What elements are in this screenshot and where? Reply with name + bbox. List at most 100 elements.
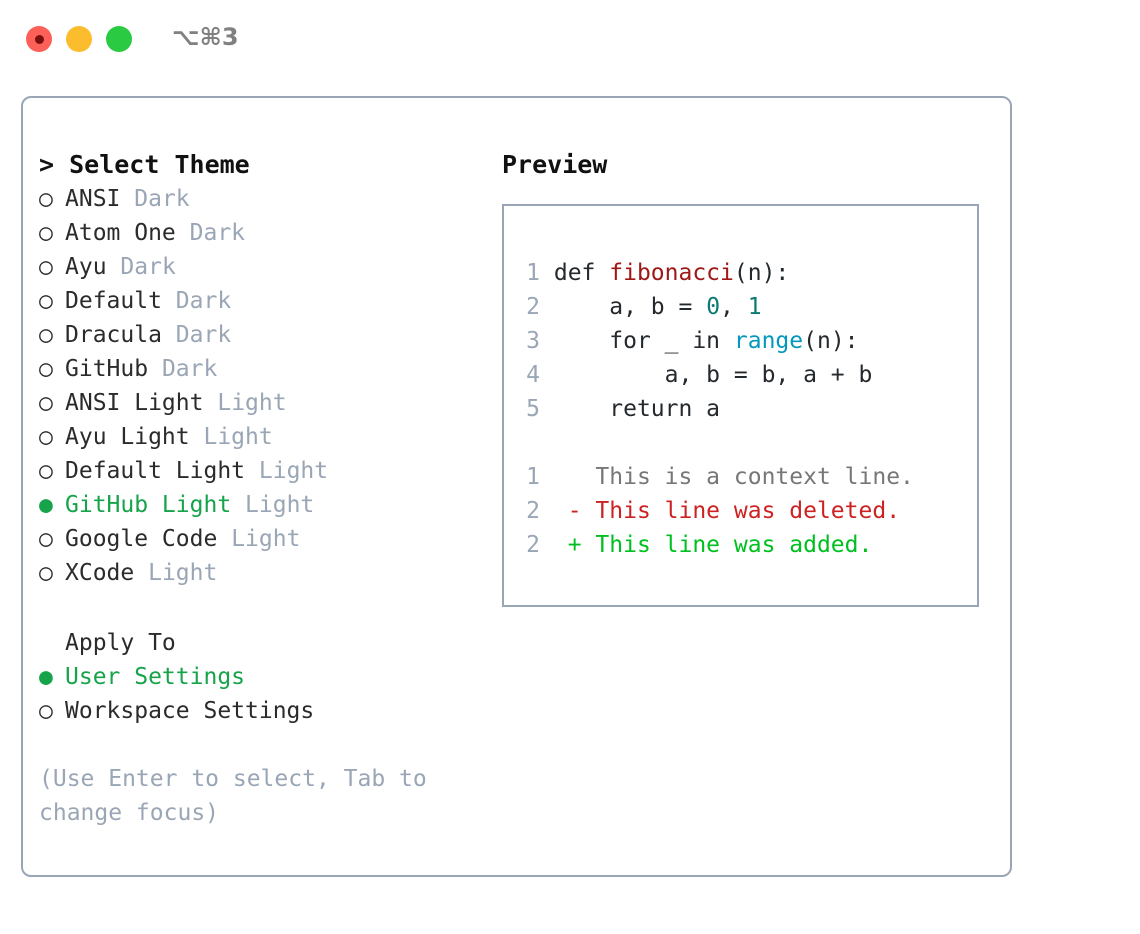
code-token: , — [720, 294, 748, 320]
theme-option-ansi[interactable]: ○ ANSI Dark — [39, 182, 469, 216]
code-token: fibonacci — [609, 260, 734, 286]
theme-option-kind: Light — [231, 526, 301, 552]
code-line: 5 return a — [518, 392, 969, 426]
radio-unselected-icon: ○ — [39, 322, 53, 348]
code-token: 1 — [747, 294, 762, 320]
theme-option-label: GitHub Light — [65, 492, 232, 518]
code-token: range — [733, 328, 804, 354]
theme-option-label: Default — [65, 288, 162, 314]
code-token: return a — [553, 396, 721, 422]
code-token: (n): — [733, 260, 790, 286]
theme-option-kind: Light — [148, 560, 218, 586]
apply-to-option-workspace-settings[interactable]: ○ Workspace Settings — [39, 694, 469, 728]
theme-option-default[interactable]: ○ Default Dark — [39, 284, 469, 318]
apply-to-option-label: User Settings — [65, 664, 246, 690]
theme-option-label: Ayu — [65, 254, 107, 280]
theme-option-label: Default Light — [65, 458, 246, 484]
theme-list: ○ANSI Dark○Atom One Dark○Ayu Dark○Defaul… — [39, 182, 469, 590]
theme-option-kind: Light — [217, 390, 287, 416]
radio-unselected-icon: ○ — [39, 390, 53, 416]
theme-option-default-light[interactable]: ○ Default Light Light — [39, 454, 469, 488]
minimize-window-button[interactable] — [66, 26, 92, 52]
radio-selected-icon: ● — [39, 664, 53, 690]
theme-picker-column: > Select Theme ○ANSI Dark○Atom One Dark○… — [39, 148, 469, 830]
theme-option-label: GitHub — [65, 356, 149, 382]
keyboard-hint-text: (Use Enter to select, Tab to change focu… — [39, 766, 427, 826]
theme-option-ayu-light[interactable]: ○ Ayu Light Light — [39, 420, 469, 454]
theme-option-kind: Dark — [161, 356, 218, 382]
keyboard-shortcut-label: ⌥⌘3 — [172, 23, 239, 51]
theme-option-label: Atom One — [65, 220, 176, 246]
diff-sign — [568, 464, 596, 490]
maximize-window-button[interactable] — [106, 26, 132, 52]
diff-text: This line was deleted. — [595, 498, 901, 524]
theme-option-dracula[interactable]: ○ Dracula Dark — [39, 318, 469, 352]
apply-to-option-user-settings[interactable]: ● User Settings — [39, 660, 469, 694]
title-bar: ⌥⌘3 — [0, 0, 1140, 76]
radio-unselected-icon: ○ — [39, 698, 53, 724]
radio-unselected-icon: ○ — [39, 220, 53, 246]
theme-option-label: Dracula — [65, 322, 162, 348]
theme-option-kind: Dark — [175, 322, 232, 348]
code-line: 3 for _ in range(n): — [518, 324, 969, 358]
theme-option-kind: Dark — [120, 254, 176, 280]
theme-option-github-light[interactable]: ● GitHub Light Light — [39, 488, 469, 522]
theme-option-label: XCode — [65, 560, 135, 586]
theme-option-kind: Dark — [189, 220, 246, 246]
theme-option-kind: Light — [203, 424, 273, 450]
line-number: 4 — [526, 362, 540, 388]
theme-option-atom-one[interactable]: ○ Atom One Dark — [39, 216, 469, 250]
diff-line-ctx: 1 This is a context line. — [518, 460, 969, 494]
code-token: a, b = b, a + b — [553, 362, 873, 388]
diff-line-del: 2 - This line was deleted. — [518, 494, 969, 528]
diff-line-add: 2 + This line was added. — [518, 528, 969, 562]
theme-option-ayu[interactable]: ○Ayu Dark — [39, 250, 469, 284]
theme-option-kind: Light — [245, 492, 315, 518]
theme-option-github[interactable]: ○ GitHub Dark — [39, 352, 469, 386]
line-number: 5 — [526, 396, 540, 422]
main-panel: > Select Theme ○ANSI Dark○Atom One Dark○… — [21, 96, 1012, 877]
diff-sign: + — [567, 532, 596, 558]
line-number: 2 — [526, 294, 540, 320]
apply-to-list: ● User Settings ○ Workspace Settings — [39, 660, 469, 728]
line-number: 1 — [526, 464, 540, 490]
radio-unselected-icon: ○ — [39, 424, 53, 450]
theme-option-kind: Dark — [134, 186, 190, 212]
code-token: (n): — [803, 328, 859, 354]
theme-option-xcode[interactable]: ○XCode Light — [39, 556, 469, 590]
theme-option-label: ANSI Light — [65, 390, 204, 416]
radio-selected-icon: ● — [39, 492, 53, 518]
radio-unselected-icon: ○ — [39, 186, 53, 212]
diff-text: This is a context line. — [595, 464, 914, 490]
radio-unselected-icon: ○ — [39, 458, 53, 484]
line-number: 1 — [526, 260, 540, 286]
apply-to-option-label: Workspace Settings — [65, 698, 315, 724]
theme-option-google-code[interactable]: ○ Google Code Light — [39, 522, 469, 556]
code-spacer — [518, 426, 969, 460]
theme-option-label: ANSI — [65, 186, 121, 212]
code-line: 2 a, b = 0, 1 — [518, 290, 969, 324]
code-token: a, b = — [553, 294, 707, 320]
radio-unselected-icon: ○ — [39, 356, 53, 382]
theme-option-kind: Light — [258, 458, 329, 484]
preview-column: Preview 1 def fibonacci(n):2 a, b = 0, 1… — [502, 148, 992, 607]
theme-option-ansi-light[interactable]: ○ ANSI Light Light — [39, 386, 469, 420]
theme-option-label: Ayu Light — [65, 424, 190, 450]
diff-text: This line was added. — [595, 532, 873, 558]
theme-option-kind: Dark — [175, 288, 232, 314]
radio-unselected-icon: ○ — [39, 288, 53, 314]
close-window-button[interactable] — [26, 26, 52, 52]
line-number: 2 — [526, 498, 540, 524]
diff-sign: - — [567, 498, 596, 524]
line-number: 2 — [526, 532, 540, 558]
apply-to-heading: Apply To — [65, 630, 176, 656]
code-token: 0 — [706, 294, 721, 320]
code-token: def — [553, 260, 610, 286]
code-line: 1 def fibonacci(n): — [518, 256, 969, 290]
theme-option-label: Google Code — [65, 526, 218, 552]
code-line: 4 a, b = b, a + b — [518, 358, 969, 392]
radio-unselected-icon: ○ — [39, 526, 53, 552]
theme-picker-heading: > Select Theme — [39, 150, 250, 179]
